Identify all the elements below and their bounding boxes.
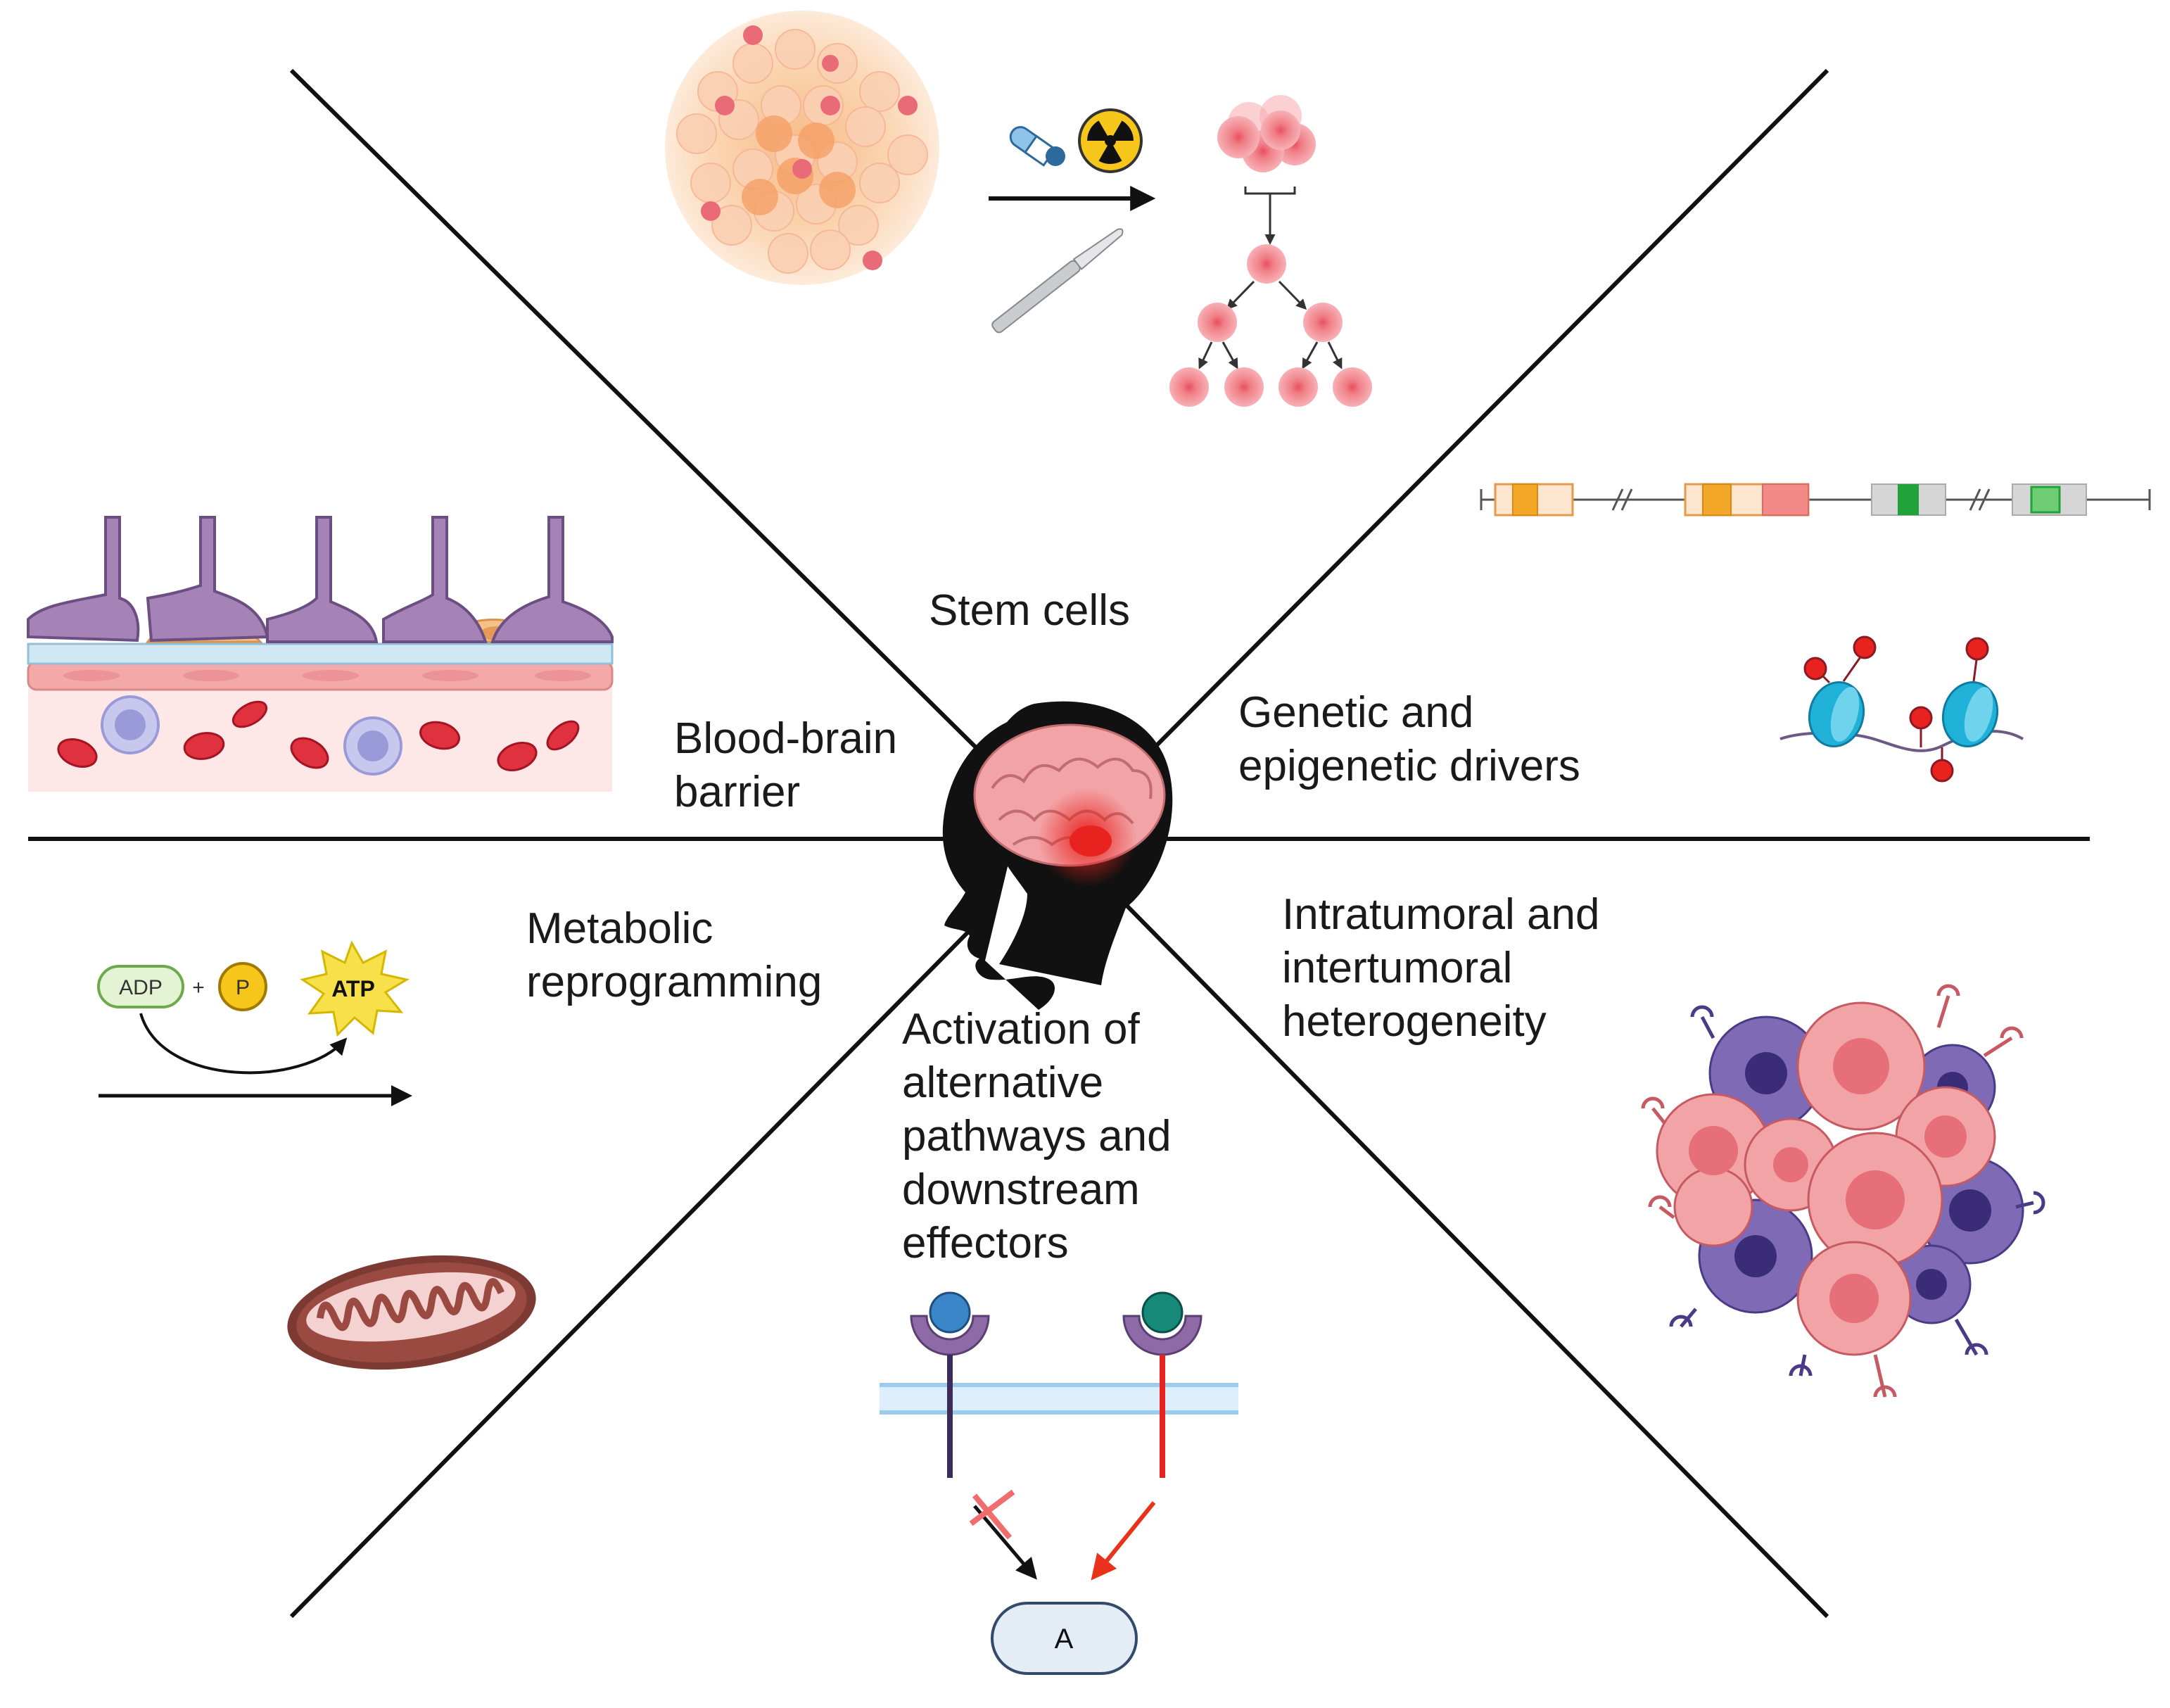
stem-cells-illustration — [665, 11, 1372, 407]
stem-cell-cluster — [1217, 95, 1316, 172]
blood-brain-barrier-illustration — [27, 516, 614, 792]
atp-text: ATP — [331, 976, 375, 1001]
atp-burst — [300, 940, 410, 1037]
adp-text: ADP — [119, 976, 163, 999]
nucleosome-icon — [1779, 635, 2024, 783]
divider-line-diagonal-br — [1103, 881, 1829, 1619]
mitochondrion-icon — [287, 1255, 536, 1370]
tablet-icon — [1046, 146, 1065, 166]
gene-exons — [1494, 483, 2087, 517]
label-stem-cells: Stem cells — [929, 586, 1130, 635]
plus-text: + — [192, 976, 205, 999]
bracket — [1244, 186, 1296, 243]
receptor-icon — [1122, 1291, 1203, 1478]
radiation-icon — [1078, 108, 1143, 173]
divider-line-diagonal-tl — [289, 68, 987, 759]
effector-box — [991, 1602, 1138, 1675]
genetic-drivers-illustration — [1480, 483, 2151, 783]
blocked-arrow — [973, 1505, 1037, 1580]
label-genetic-epigenetic-drivers: Genetic and epigenetic drivers — [1238, 688, 1580, 790]
astrocyte-endfeet — [27, 516, 614, 643]
scalpel-icon — [991, 228, 1124, 334]
alternative-pathways-illustration: A — [880, 1291, 1238, 1675]
metabolic-illustration: ADP + P ATP — [97, 940, 536, 1370]
heterogeneity-illustration — [1641, 984, 2045, 1398]
brain-head-icon — [942, 701, 1173, 1010]
label-alternative-pathways: Activation of alternative pathways and d… — [902, 1005, 1172, 1267]
alternative-arrow — [1091, 1501, 1156, 1581]
tumor-mass — [665, 11, 939, 285]
divider-line-diagonal-tr — [1152, 68, 1829, 750]
tumor-cell-icon — [1641, 984, 2045, 1398]
divider-line-diagonal-bl — [289, 913, 987, 1619]
cell-membrane — [880, 1383, 1238, 1415]
red-blood-cells — [57, 700, 580, 771]
adp-pill — [97, 965, 184, 1008]
blocked-x-icon — [969, 1489, 1015, 1540]
methyl-groups — [1803, 635, 1989, 783]
effector-text: A — [1055, 1624, 1074, 1655]
phosphate-icon — [218, 962, 267, 1011]
label-blood-brain-barrier: Blood-brain barrier — [674, 714, 898, 816]
reaction-curve — [139, 1013, 348, 1075]
immune-cells — [101, 695, 402, 776]
label-heterogeneity: Intratumoral and intertumoral heterogene… — [1282, 890, 1600, 1046]
receptor-icon — [910, 1291, 990, 1478]
stem-cell-lineage — [1169, 244, 1372, 407]
phosphate-text: P — [236, 976, 250, 999]
label-metabolic-reprogramming: Metabolic reprogramming — [526, 904, 823, 1006]
